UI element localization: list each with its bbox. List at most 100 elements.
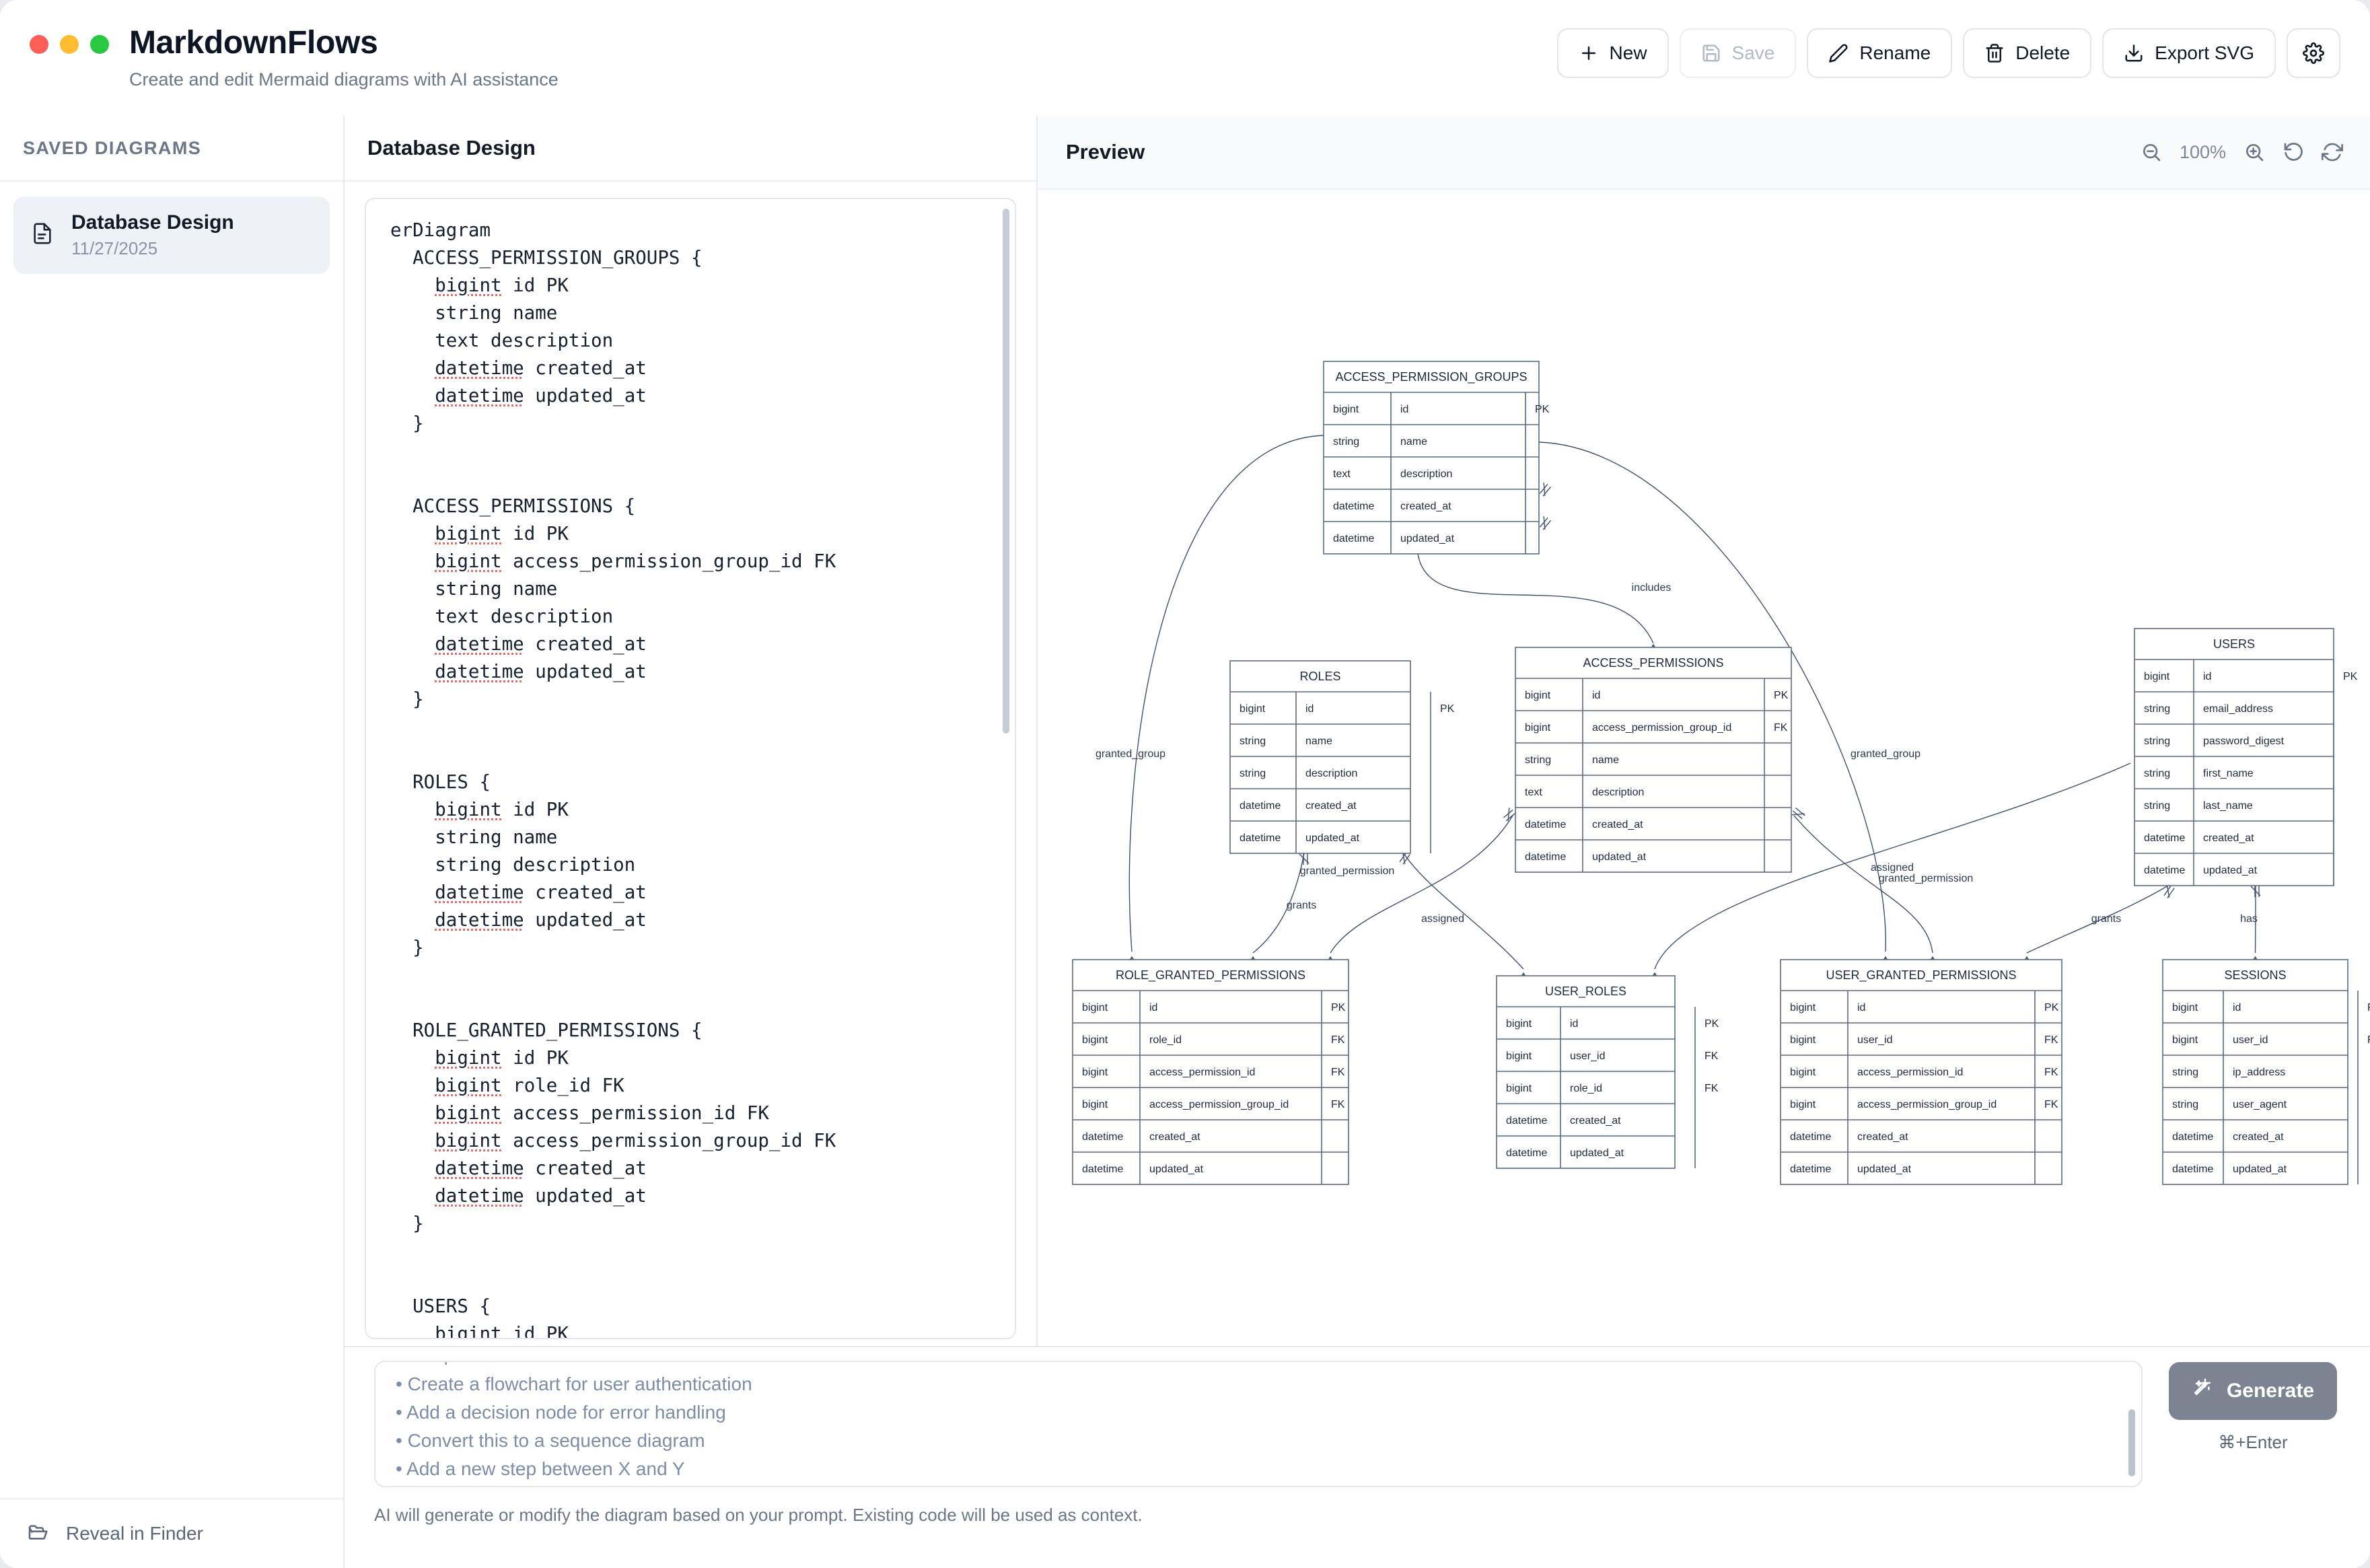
generate-button[interactable]: Generate: [2169, 1362, 2337, 1420]
generate-column: Generate ⌘+Enter: [2165, 1361, 2340, 1453]
svg-text:user_id: user_id: [1857, 1034, 1892, 1046]
svg-text:name: name: [1305, 736, 1332, 747]
saved-diagrams-list: Database Design 11/27/2025: [0, 182, 343, 1498]
svg-text:updated_at: updated_at: [1149, 1164, 1204, 1175]
mermaid-code-editor[interactable]: erDiagram ACCESS_PERMISSION_GROUPS { big…: [365, 198, 1016, 1339]
prompt-scrollbar[interactable]: [2128, 1409, 2135, 1476]
svg-text:PK: PK: [1440, 703, 1455, 715]
svg-text:created_at: created_at: [1305, 800, 1357, 812]
reveal-in-finder-button[interactable]: Reveal in Finder: [0, 1498, 343, 1568]
svg-text:ACCESS_PERMISSIONS: ACCESS_PERMISSIONS: [1583, 656, 1723, 670]
svg-text:email_address: email_address: [2203, 703, 2273, 715]
rename-button-label: Rename: [1859, 42, 1931, 63]
svg-text:created_at: created_at: [1592, 819, 1643, 830]
gear-icon: [2303, 42, 2324, 64]
svg-text:user_id: user_id: [2233, 1034, 2268, 1046]
svg-text:access_permission_group_id: access_permission_group_id: [1592, 722, 1731, 734]
save-button[interactable]: Save: [1679, 28, 1797, 78]
svg-text:ROLES: ROLES: [1299, 670, 1340, 683]
svg-text:PK: PK: [2367, 1002, 2370, 1013]
editor-header: Database Design: [345, 116, 1036, 182]
delete-button[interactable]: Delete: [1963, 28, 2092, 78]
svg-text:first_name: first_name: [2203, 768, 2254, 779]
main-toolbar: New Save Rename Delete: [1556, 28, 2340, 78]
svg-text:string: string: [1240, 736, 1266, 747]
export-svg-button-label: Export SVG: [2155, 42, 2254, 63]
maximize-window-button[interactable]: [90, 35, 109, 54]
svg-text:FK: FK: [2044, 1099, 2058, 1110]
svg-text:bigint: bigint: [1525, 722, 1551, 734]
svg-text:bigint: bigint: [1506, 1083, 1532, 1094]
pencil-icon: [1828, 43, 1848, 63]
work-area: Database Design erDiagram ACCESS_PERMISS…: [345, 116, 2370, 1568]
svg-text:datetime: datetime: [1525, 851, 1566, 863]
svg-text:datetime: datetime: [1333, 533, 1374, 544]
sidebar-item-date: 11/27/2025: [71, 238, 158, 258]
floppy-disk-icon: [1701, 43, 1721, 63]
folder-open-icon: [27, 1522, 48, 1546]
relationship-label: granted_permission: [1300, 865, 1395, 877]
editor-pane: Database Design erDiagram ACCESS_PERMISS…: [345, 116, 1038, 1346]
svg-text:access_permission_id: access_permission_id: [1149, 1067, 1255, 1078]
reset-zoom-icon[interactable]: [2283, 141, 2304, 163]
svg-text:bigint: bigint: [1790, 1002, 1816, 1013]
svg-text:datetime: datetime: [1333, 501, 1374, 512]
preview-title: Preview: [1066, 140, 1145, 164]
svg-text:string: string: [2144, 703, 2170, 715]
export-svg-button[interactable]: Export SVG: [2102, 28, 2276, 78]
zoom-level-label: 100%: [2179, 141, 2226, 162]
refresh-icon[interactable]: [2322, 141, 2343, 163]
generate-shortcut-hint: ⌘+Enter: [2218, 1432, 2288, 1452]
minimize-window-button[interactable]: [60, 35, 79, 54]
sidebar-header: SAVED DIAGRAMS: [0, 116, 343, 182]
relationship-label: assigned: [1871, 862, 1914, 874]
prompt-help-note: AI will generate or modify the diagram b…: [374, 1505, 1143, 1525]
svg-text:string: string: [1525, 754, 1551, 766]
ai-prompt-input[interactable]: Examples: • Create a flowchart for user …: [374, 1361, 2143, 1487]
zoom-out-icon[interactable]: [2141, 141, 2162, 163]
svg-text:id: id: [2203, 671, 2211, 682]
svg-text:SESSIONS: SESSIONS: [2224, 968, 2286, 982]
svg-text:FK: FK: [1704, 1050, 1719, 1062]
zoom-in-icon[interactable]: [2243, 141, 2265, 163]
svg-text:PK: PK: [1774, 690, 1789, 701]
brand-block: MarkdownFlows Create and edit Mermaid di…: [129, 20, 559, 90]
prompt-example-2: • Convert this to a sequence diagram: [396, 1430, 705, 1451]
relationship-label: grants: [1287, 900, 1316, 911]
svg-text:FK: FK: [2044, 1067, 2058, 1078]
svg-text:updated_at: updated_at: [1592, 851, 1647, 863]
svg-text:FK: FK: [2367, 1034, 2370, 1046]
svg-text:datetime: datetime: [1082, 1131, 1123, 1143]
new-button[interactable]: New: [1556, 28, 1669, 78]
relationship-label: includes: [1632, 582, 1672, 594]
editor-scrollbar[interactable]: [1003, 209, 1009, 734]
svg-text:role_id: role_id: [1149, 1034, 1182, 1046]
svg-text:datetime: datetime: [2172, 1164, 2213, 1175]
reveal-in-finder-label: Reveal in Finder: [66, 1523, 203, 1544]
svg-text:user_id: user_id: [1570, 1050, 1605, 1062]
prompt-example-0: • Create a flowchart for user authentica…: [396, 1374, 752, 1394]
svg-text:bigint: bigint: [1082, 1099, 1108, 1110]
svg-text:created_at: created_at: [1857, 1131, 1908, 1143]
preview-pane: Preview 100%: [1038, 116, 2370, 1346]
mermaid-code-text[interactable]: erDiagram ACCESS_PERMISSION_GROUPS { big…: [390, 219, 836, 1339]
svg-text:datetime: datetime: [1082, 1164, 1123, 1175]
svg-text:name: name: [1400, 436, 1427, 448]
sidebar-item-database-design[interactable]: Database Design 11/27/2025: [13, 197, 330, 274]
svg-text:access_permission_group_id: access_permission_group_id: [1149, 1099, 1289, 1110]
svg-text:PK: PK: [1535, 404, 1550, 415]
svg-text:updated_at: updated_at: [1857, 1164, 1912, 1175]
svg-text:datetime: datetime: [2144, 832, 2185, 844]
close-window-button[interactable]: [30, 35, 48, 54]
relationship-label: granted_permission: [1879, 873, 1974, 884]
svg-text:datetime: datetime: [1790, 1164, 1831, 1175]
settings-button[interactable]: [2287, 28, 2340, 78]
traffic-lights: [30, 20, 109, 54]
rename-button[interactable]: Rename: [1807, 28, 1953, 78]
document-icon: [31, 222, 54, 248]
svg-text:FK: FK: [1704, 1083, 1719, 1094]
